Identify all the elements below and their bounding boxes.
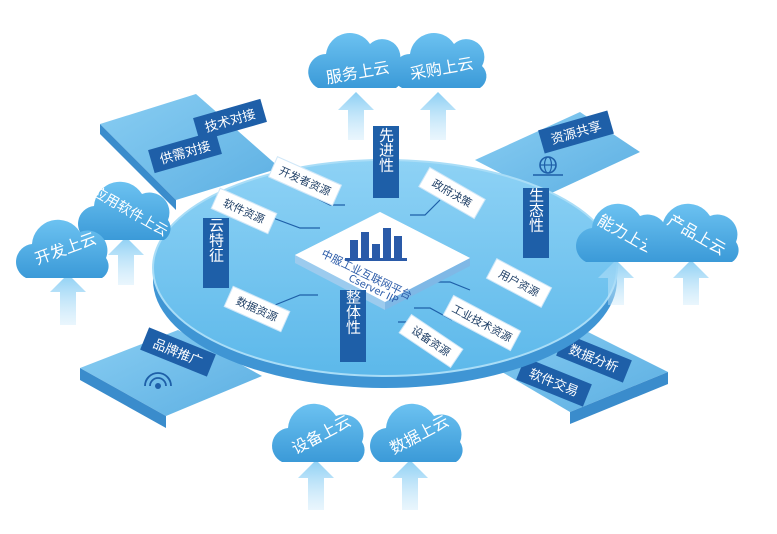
cloud-equipment: 设备上云: [272, 403, 365, 462]
cloud-product: 产品上云: [646, 203, 739, 262]
svg-text:先进性: 先进性: [377, 128, 395, 173]
svg-text:整体性: 整体性: [344, 290, 362, 335]
feature-ecological: 生态性: [523, 188, 549, 258]
svg-text:生态性: 生态性: [527, 188, 545, 233]
cloud-data: 数据上云: [370, 403, 463, 462]
arm-top-left: 技术对接 供需对接: [100, 94, 280, 210]
cloud-application: 应用软件上云: [78, 181, 171, 240]
arm-top-right: 资源共享: [475, 110, 640, 196]
cloud-service: 服务上云: [308, 32, 403, 88]
center-platform: 中服工业互联网平台 Cserver IIP: [295, 212, 470, 310]
feature-advanced: 先进性: [373, 126, 399, 198]
globe-icon: [533, 156, 563, 176]
feature-integrity: 整体性: [340, 290, 366, 362]
svg-text:云特征: 云特征: [207, 218, 225, 263]
feature-cloud: 云特征: [203, 218, 229, 288]
up-arrows: [50, 92, 709, 510]
factory-icon: [345, 228, 407, 261]
signal-icon: [144, 372, 172, 389]
cloud-development: 开发上云: [16, 219, 109, 278]
cloud-purchase: 采购上云: [392, 32, 487, 88]
